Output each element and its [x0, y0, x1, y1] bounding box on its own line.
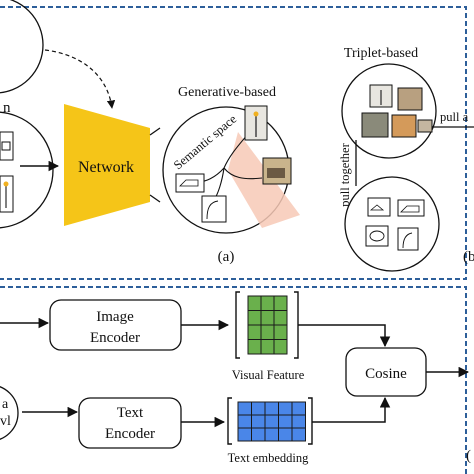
network-out-line-top: [149, 127, 161, 136]
triplet-photo-3: [361, 112, 389, 138]
text-embedding-cell: [251, 414, 266, 429]
text-encoder-line2: Encoder: [105, 426, 155, 442]
text-input-circle-partial: [0, 386, 19, 440]
truck-photo-body: [267, 168, 285, 178]
text-embedding-cell: [264, 401, 279, 416]
bottom-panel-border: [0, 286, 467, 474]
triplet-title: Triplet-based: [344, 46, 418, 61]
triplet-photo-4: [391, 114, 417, 138]
visual-feature-right-bracket: [294, 291, 299, 359]
lamp-light: [3, 181, 9, 187]
visual-feature-cell: [260, 310, 275, 326]
triplet-sketch-circle: [344, 176, 440, 272]
feature-to-cosine-line: [298, 324, 391, 348]
visual-feature-cell: [247, 295, 262, 311]
triplet-sketch-2-lines: [400, 205, 420, 213]
triplet-photo-2: [397, 87, 423, 111]
pull-apart-label: pull a: [440, 110, 469, 124]
image-encoder-line2: Encoder: [90, 330, 140, 346]
visual-feature-cell: [273, 310, 288, 326]
left-partial-text-2: vl: [0, 414, 11, 429]
visual-feature-cell: [273, 295, 288, 311]
text-embedding-cell: [237, 401, 252, 416]
text-embedding-cell: [278, 427, 293, 442]
triplet-photo-5: [417, 119, 433, 133]
triplet-sketch-4: [397, 227, 419, 251]
network-out-line-bottom: [149, 194, 161, 203]
triplet-sketch-2: [397, 199, 425, 217]
sketch-thumb-1: [0, 131, 14, 161]
text-embedding-cell: [278, 414, 293, 429]
text-embedding-label: Text embedding: [228, 451, 309, 465]
lamp-photo-light: [253, 111, 259, 117]
truck-sketch-thumb: [175, 173, 205, 193]
sketch-thumb-inner: [1, 141, 11, 151]
triplet-sketch-3-shape: [369, 230, 385, 242]
visual-feature-cell: [247, 324, 262, 340]
text-encoder-box: [78, 397, 182, 449]
generative-title: Generative-based: [178, 85, 276, 100]
visual-feature-left-bracket: [235, 291, 240, 359]
left-partial-text-1: a: [2, 397, 9, 412]
left-partial-label: n: [3, 100, 11, 116]
visual-feature-cell: [260, 295, 275, 311]
network-block: [64, 104, 150, 226]
input-circle-partial: [0, 0, 44, 94]
visual-feature-cell: [260, 339, 275, 355]
semantic-curve-3: [223, 167, 263, 180]
panel-a-label: (a): [218, 249, 235, 265]
lamp-sketch-lines: [206, 200, 219, 220]
text-embedding-cell: [237, 414, 252, 429]
text-embedding-cell: [251, 427, 266, 442]
text-embedding-cell: [291, 414, 306, 429]
text-embedding-left-bracket: [227, 397, 232, 445]
visual-feature-cell: [273, 324, 288, 340]
embedding-to-cosine-line: [312, 396, 391, 423]
text-embedding-right-bracket: [308, 397, 313, 445]
triplet-sketch-1-lines: [369, 204, 385, 211]
text-embedding-cell: [264, 427, 279, 442]
cosine-label: Cosine: [365, 366, 407, 382]
visual-feature-label: Visual Feature: [232, 368, 305, 382]
text-embedding-cell: [251, 401, 266, 416]
lamp-sketch-thumb: [201, 195, 227, 223]
panel-b-label: (b: [463, 249, 474, 265]
visual-feature-cell: [260, 324, 275, 340]
text-embedding-cell: [291, 427, 306, 442]
text-embedding-cell: [264, 414, 279, 429]
top-panel-border: [0, 6, 467, 280]
pull-together-label: pull together: [338, 142, 352, 206]
dashed-curve-arrow: [44, 49, 116, 109]
text-embedding-grid: [237, 401, 306, 442]
network-label: Network: [78, 159, 134, 176]
image-encoder-line1: Image: [96, 309, 134, 325]
truck-sketch-lines: [179, 179, 199, 187]
triplet-sketch-4-lines: [402, 232, 413, 249]
text-embedding-cell: [291, 401, 306, 416]
visual-feature-cell: [247, 339, 262, 355]
text-embedding-cell: [237, 427, 252, 442]
panel-c-label: (: [466, 448, 471, 464]
text-encoder-line1: Text: [117, 405, 144, 421]
visual-feature-cell: [273, 339, 288, 355]
text-embedding-cell: [278, 401, 293, 416]
visual-feature-grid: [247, 295, 288, 355]
visual-feature-cell: [247, 310, 262, 326]
triplet-sketch-3: [365, 225, 389, 247]
